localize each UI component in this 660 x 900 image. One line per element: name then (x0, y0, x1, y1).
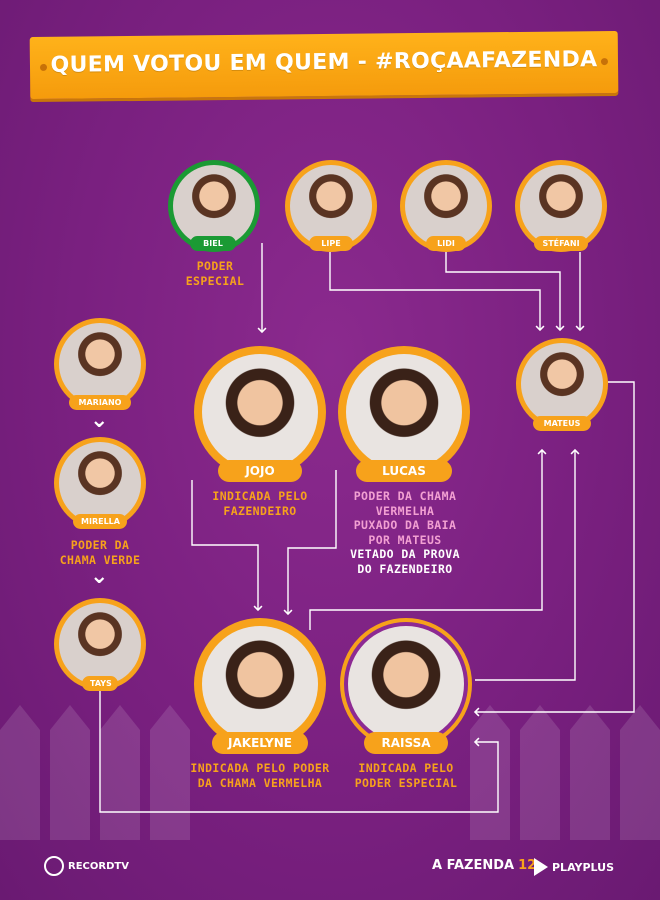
name-tag-mirella: MIRELLA (73, 514, 127, 529)
avatar-tays (54, 598, 146, 690)
chevron-down-icon: ⌄ (90, 408, 109, 433)
record-circle-icon (44, 856, 64, 876)
name-tag-lucas: LUCAS (356, 460, 452, 482)
fence-decoration (0, 705, 660, 840)
name-tag-lipe: LIPE (309, 236, 353, 251)
name-tag-mariano: MARIANO (69, 395, 131, 410)
recordtv-logo: RECORDTV (44, 856, 129, 876)
avatar-mirella (54, 437, 146, 529)
avatar-lucas (338, 346, 470, 478)
avatar-raissa (340, 618, 472, 750)
name-tag-tays: TAYS (82, 676, 118, 691)
avatar-mateus (516, 338, 608, 430)
afazenda-logo: A FAZENDA 12 (432, 858, 537, 873)
playplus-logo: PLAYPLUS (534, 858, 614, 876)
name-tag-stefani: STÉFANI (534, 236, 588, 251)
play-icon (534, 858, 548, 876)
avatar-jakelyne (194, 618, 326, 750)
name-tag-mateus: MATEUS (533, 416, 591, 431)
name-tag-lidi: LIDI (426, 236, 466, 251)
note-lucas: PODER DA CHAMA VERMELHA PUXADO DA BAIA P… (350, 489, 460, 576)
chevron-down-icon: ⌄ (90, 564, 109, 589)
name-tag-biel: BIEL (190, 236, 236, 251)
avatar-jojo (194, 346, 326, 478)
avatar-mariano (54, 318, 146, 410)
name-tag-jojo: JOJO (218, 460, 302, 482)
name-tag-jakelyne: JAKELYNE (212, 732, 308, 754)
name-tag-raissa: RAISSA (364, 732, 448, 754)
